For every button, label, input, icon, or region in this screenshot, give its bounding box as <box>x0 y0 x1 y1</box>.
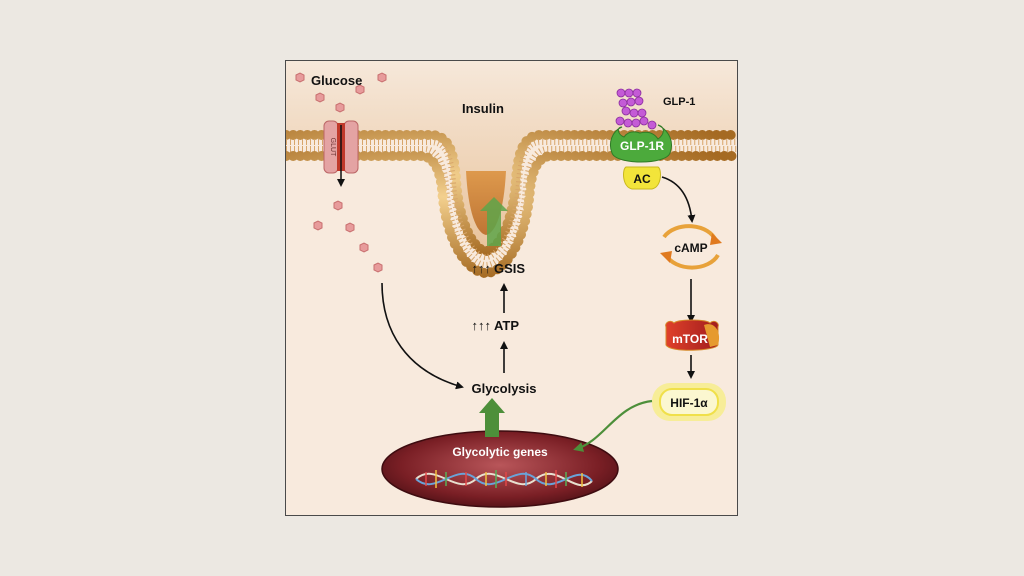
glp1-label: GLP-1 <box>663 96 695 108</box>
membrane-outer-leaflet <box>286 130 737 257</box>
glut-transporter: GLUT <box>323 120 359 187</box>
ac-enzyme: AC <box>623 166 661 190</box>
glucose-molecules <box>295 72 387 273</box>
glp1-peptide <box>615 88 657 130</box>
camp-cycle: cAMP <box>660 224 722 270</box>
membrane-tails-top <box>286 139 737 261</box>
membrane-inner-leaflet <box>286 151 737 279</box>
insulin-label: Insulin <box>462 101 504 116</box>
glycolysis-label: Glycolysis <box>471 381 536 396</box>
glp1r-receptor: GLP-1R <box>609 124 672 163</box>
glucose-to-glycolysis-arrow <box>381 282 464 390</box>
membrane-tails-bottom <box>286 146 737 269</box>
glucose-label: Glucose <box>311 73 362 88</box>
glut-label: GLUT <box>329 138 336 157</box>
hif1a-label: HIF-1α <box>670 396 708 410</box>
ac-to-camp-arrow <box>661 176 696 223</box>
hif-to-genes-arrow <box>573 399 653 452</box>
exocytosis-arrow <box>480 197 508 246</box>
gsis-up-arrows: ↑↑↑ <box>472 261 492 276</box>
glp1r-label: GLP-1R <box>620 139 664 153</box>
mtor-kinase: mTOR <box>665 319 720 351</box>
hif1a-factor: HIF-1α <box>652 383 726 421</box>
glycolytic-genes-label: Glycolytic genes <box>452 445 548 459</box>
mtor-label: mTOR <box>672 332 708 346</box>
pathway-diagram: GLUT Glucose Insulin GLP-1 GLP-1R AC <box>285 60 738 516</box>
ac-label: AC <box>633 172 651 186</box>
atp-up-arrows: ↑↑↑ <box>472 318 492 333</box>
genes-to-glycolysis-arrow <box>479 398 508 437</box>
gsis-label: GSIS <box>494 261 525 276</box>
camp-label: cAMP <box>674 241 707 255</box>
atp-label: ATP <box>494 318 519 333</box>
nucleus: Glycolytic genes <box>381 430 619 508</box>
